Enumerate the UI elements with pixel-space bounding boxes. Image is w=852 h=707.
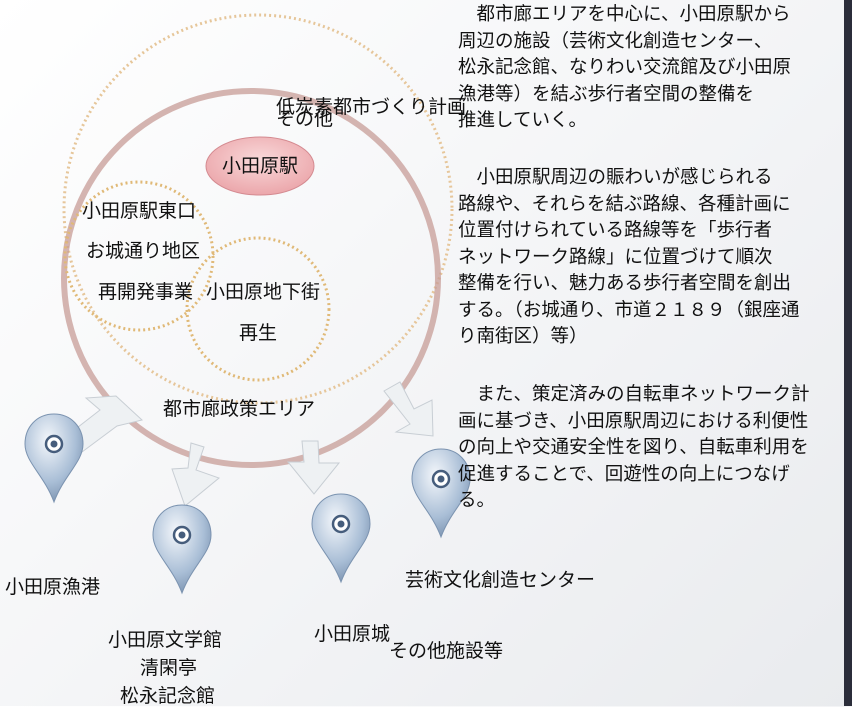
arrow-to-arts-center <box>383 381 434 437</box>
para2-line: 位置付けられている路線等を「歩行者 <box>458 220 772 241</box>
arrow-to-castle <box>286 440 341 495</box>
right-edge-bar <box>844 0 852 706</box>
facility-label-arts-center: 芸術文化創造センター <box>405 569 596 591</box>
facility-label-literature-museum: 小田原文学館 <box>108 629 223 651</box>
para1-line: 松永記念館、なりわい交流館及び小田原 <box>458 57 792 78</box>
description-paragraph-1: 都市廊エリアを中心に、小田原駅から 周辺の施設（芸術文化創造センター、 松永記念… <box>458 2 850 135</box>
description-paragraph-3: また、策定済みの自転車ネットワーク計 画に基づき、小田原駅周辺における利便性 の… <box>458 382 850 515</box>
para3-line: 画に基づき、小田原駅周辺における利便性 <box>458 410 809 432</box>
para2-line: 整備を行い、魅力ある歩行者空間を創出 <box>458 273 792 294</box>
para2-line: ネットワーク路線」に位置づけて順次 <box>458 246 773 268</box>
facility-label-fishing-port: 小田原漁港 <box>5 576 101 598</box>
para1-line: 漁港等）を結ぶ歩行者空間の整備を <box>458 83 755 105</box>
para2-line: する。（お城通り、市道２１８９（銀座通 <box>458 299 800 321</box>
underground-label-line1: 小田原地下街 <box>206 281 321 303</box>
para2-line: 路線や、それらを結ぶ路線、各種計画に <box>458 193 791 215</box>
arrow-to-literature-museum <box>171 442 221 507</box>
pin-castle-icon <box>311 493 371 584</box>
underground-mall-circle <box>185 236 331 382</box>
para3-line: の向上や交通安全性を図り、自転車利用を <box>458 437 809 458</box>
facility-label-castle: 小田原城 <box>314 623 391 645</box>
station-label: 小田原駅 <box>222 155 299 177</box>
underground-label-line2: 再生 <box>239 322 278 344</box>
policy-area-circle <box>61 88 441 468</box>
station-node <box>205 136 315 196</box>
east-exit-label-line2: お城通り地区 <box>86 240 201 262</box>
policy-area-label: 都市廊政策エリア <box>163 398 316 420</box>
para2-line: り南街区）等） <box>458 326 588 347</box>
para3-line: また、策定済みの自転車ネットワーク計 <box>458 384 810 405</box>
para1-line: 都市廊エリアを中心に、小田原駅から <box>458 4 791 25</box>
para1-line: 推進していく。 <box>458 110 587 131</box>
para3-line: 促進することで、回遊性の向上につなげ <box>458 463 790 485</box>
pin-literature-museum-icon <box>152 504 212 595</box>
description-paragraph-2: 小田原駅周辺の賑わいが感じられる 路線や、それらを結ぶ路線、各種計画に 位置付け… <box>458 165 850 351</box>
east-exit-circle <box>63 180 215 332</box>
outer-plan-circle <box>62 13 454 405</box>
outer-circle-label: 低炭素都市づくり計画 <box>276 96 467 118</box>
facility-label-seikantei: 清閑亭 <box>140 657 198 679</box>
pin-arts-center-icon <box>411 448 471 539</box>
east-exit-label-line3: 再開発事業 <box>98 281 194 303</box>
outer-circle-sublabel: その他 <box>276 108 334 130</box>
pin-fishing-port-icon <box>24 413 84 504</box>
para3-line: る。 <box>458 490 496 511</box>
para1-line: 周辺の施設（芸術文化創造センター、 <box>458 30 773 52</box>
para2-line: 小田原駅周辺の賑わいが感じられる <box>458 167 773 188</box>
east-exit-label-line1: 小田原駅東口 <box>82 200 197 222</box>
facility-label-others: その他施設等 <box>389 640 504 662</box>
facility-label-matsunaga: 松永記念館 <box>120 685 216 707</box>
